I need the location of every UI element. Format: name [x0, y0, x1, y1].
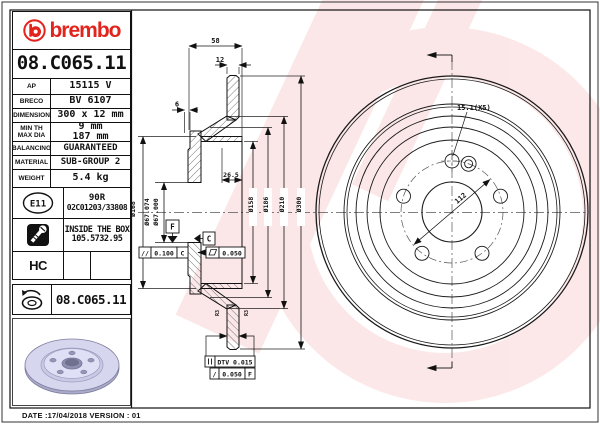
disc-part-number: 08.C065.11: [55, 292, 127, 307]
hole-spec-label: 15.1(X5): [457, 104, 491, 112]
hc-empty-cell: [91, 252, 130, 279]
dim-bore-max: Ø67.074: [143, 198, 151, 226]
spec-value: SUB-GROUP 2: [60, 156, 121, 167]
dim-d158: Ø158: [247, 197, 255, 214]
dtv-value: DTV 0.015: [217, 359, 252, 367]
disc-part-row: 08.C065.11: [12, 284, 131, 315]
spec-value: 5.4 kg: [72, 172, 109, 184]
part-data-table: brembo 08.C065.11 AP 15115 V BRECO BV 61…: [12, 11, 131, 280]
pcd-dim-line: [413, 179, 491, 245]
disc-3d-preview: [12, 318, 131, 406]
datum-c: C: [194, 231, 216, 246]
dim-d168: Ø168: [129, 201, 137, 218]
datum-f-label: F: [170, 223, 175, 232]
section-cut-arrows: [426, 51, 453, 372]
spec-row-material: MATERIAL SUB-GROUP 2: [13, 155, 130, 169]
cert-row: E11 90R 02C01203/33808: [13, 187, 130, 218]
flatness-icon: [208, 249, 218, 256]
pcd-label: 112: [453, 191, 468, 205]
spec-value: 300 x 12 mm: [57, 109, 124, 121]
dim-bore-min: Ø67.000: [152, 198, 160, 226]
hole-leader-line: [452, 111, 468, 157]
brand-row: brembo: [13, 12, 130, 49]
parallelism-datum: C: [181, 250, 185, 258]
e-mark-icon: E11: [22, 192, 54, 214]
cross-section-view: 58 12 6 26.5 Ø67.074 Ø67.000 Ø168 Ø158 Ø…: [129, 37, 305, 380]
spec-label: MAX DIA: [17, 132, 46, 139]
dim-d210: Ø210: [278, 197, 286, 214]
part-number-row: 08.C065.11: [13, 49, 130, 78]
spec-row-balancing: BALANCING GUARANTEED: [12, 141, 130, 155]
pin-hole: [460, 155, 477, 172]
runout-value: 0.050: [222, 371, 242, 379]
spec-label: AP: [13, 79, 51, 94]
parallelism-symbol: //: [141, 250, 149, 258]
dim-step: 6: [175, 101, 179, 109]
disc-3d-render: [24, 338, 120, 395]
homologation-number: 90R: [88, 193, 106, 204]
brand-wordmark: brembo: [49, 19, 121, 42]
dim-label-backgrounds: [249, 188, 305, 226]
dim-drum-depth: 26.5: [223, 171, 239, 179]
spec-label: BRECO: [13, 95, 51, 108]
hardware-row: INSIDE THE BOX 105.5732.95: [13, 218, 130, 251]
dim-overall-width: 58: [211, 37, 219, 45]
e-mark-label: E11: [30, 200, 46, 210]
spec-label: DIMENSION: [13, 109, 51, 122]
dim-thickness: 12: [216, 56, 224, 64]
spec-label: BALANCING: [12, 142, 51, 155]
spec-row-weight: WEIGHT 5.4 kg: [13, 169, 130, 187]
spec-value: GUARANTEED: [63, 142, 118, 153]
inside-box-text: INSIDE THE BOX: [64, 225, 130, 236]
part-number: 08.C065.11: [16, 51, 127, 74]
flatness-frame: 0.050: [197, 246, 246, 259]
runout-symbol: /: [213, 371, 217, 379]
parallelism-value: 0.100: [154, 250, 174, 258]
spec-value: 9 mm: [78, 120, 103, 132]
spec-label: MATERIAL: [13, 156, 51, 169]
spec-value: BV 6107: [69, 95, 112, 107]
bolt-hole-crosshair: [441, 150, 463, 172]
inside-box-code: 105.5732.95: [71, 234, 123, 244]
datum-c-label: C: [207, 235, 212, 244]
fillet-label-right: R3: [244, 310, 250, 316]
homologation-code: 02C01203/33808: [66, 202, 128, 212]
inner-frame: [9, 9, 591, 409]
dim-d300: Ø300: [295, 197, 303, 214]
spec-label: WEIGHT: [13, 170, 51, 187]
disc-arrow-icon: [21, 289, 43, 310]
brembo-emblem-icon: [23, 19, 47, 42]
parallelism-frame: // 0.100 C: [138, 246, 189, 259]
spec-row-ap: AP 15115 V: [13, 78, 130, 94]
hc-empty-cell: [64, 252, 91, 279]
screw-kit-icon: [27, 224, 49, 246]
spec-value: 187 mm: [72, 131, 109, 142]
date-version-line: DATE :17/04/2018 VERSION : 01: [22, 411, 141, 420]
front-view: [315, 75, 589, 349]
bolt-circle: [400, 160, 504, 264]
spec-row-dimension: DIMENSION 300 x 12 mm: [13, 108, 130, 122]
spec-value: 15115 V: [69, 80, 112, 92]
dim-d186: Ø186: [262, 197, 270, 214]
runout-datum: F: [248, 371, 252, 379]
hc-mark: HC: [29, 258, 47, 273]
dtv-runout-callout: DTV 0.015 / 0.050 F: [204, 333, 256, 380]
spec-row-breco: BRECO BV 6107: [13, 94, 130, 108]
spec-row-minth-maxdia: MIN TH MAX DIA 9 mm 187 mm: [13, 120, 130, 142]
datum-f: F: [165, 219, 180, 243]
fillet-label-left: R3: [215, 310, 221, 316]
spec-label: MIN TH: [20, 124, 43, 132]
flatness-value: 0.050: [222, 250, 242, 258]
hc-row: HC: [13, 251, 130, 279]
